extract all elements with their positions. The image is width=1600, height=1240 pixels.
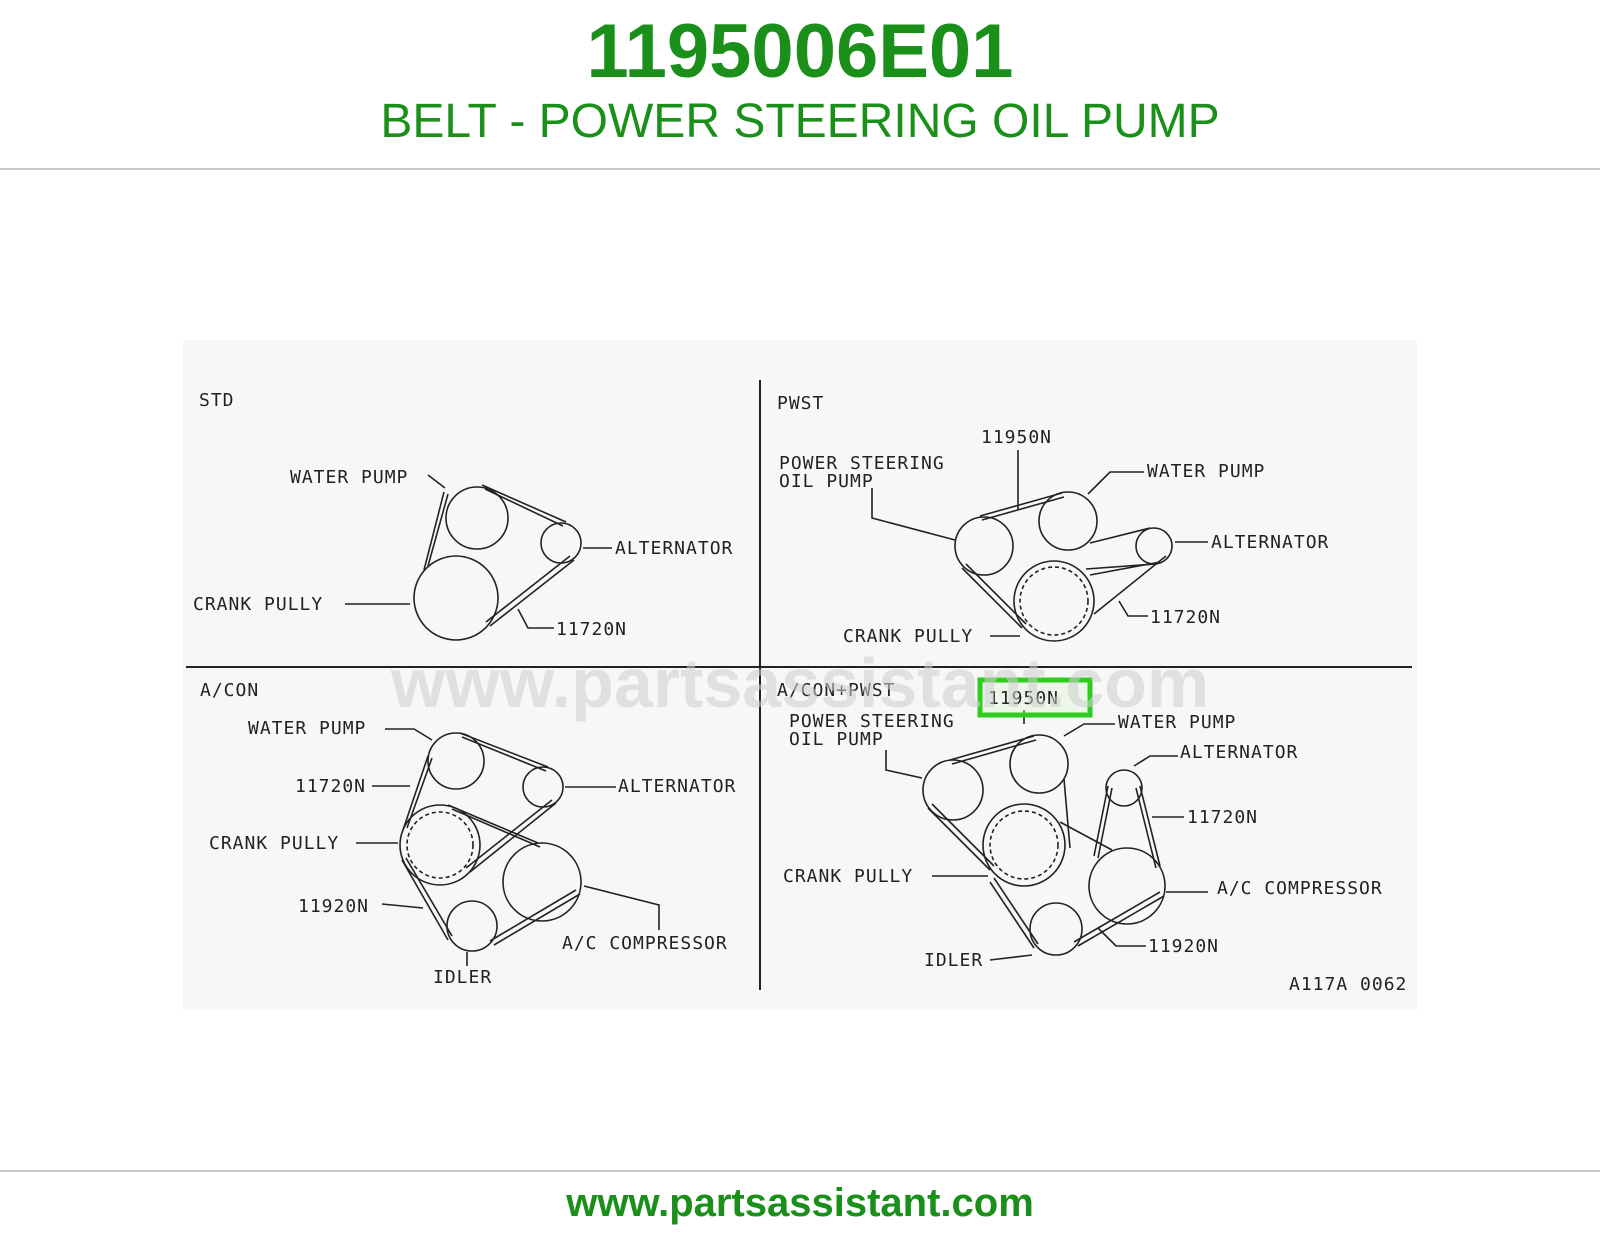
- part-number-title: 1195006E01: [586, 9, 1014, 94]
- acon-title: A/CON: [200, 680, 259, 701]
- acon-pwst-idler-label: IDLER: [924, 950, 983, 971]
- acon-ac-compressor-pulley: [502, 842, 582, 922]
- diagram-code: A117A 0062: [1289, 974, 1407, 995]
- std-belt-leader: [517, 608, 554, 629]
- acon-pwst-ps-belt: [927, 735, 1037, 871]
- acon-pwst-panel: [885, 710, 1208, 961]
- acon-pwst-water-pump-pulley: [1009, 734, 1069, 794]
- footer-divider: [0, 1170, 1600, 1172]
- acon-ac-belt-leader: [381, 903, 424, 909]
- acon-panel: [356, 728, 660, 966]
- acon-pwst-belt-label: 11720N: [1187, 807, 1258, 828]
- acon-water-pump-label: WATER PUMP: [248, 718, 366, 739]
- highlighted-part-box[interactable]: [977, 677, 1093, 718]
- pwst-alternator-label: ALTERNATOR: [1211, 532, 1329, 553]
- acon-pwst-ps-pump-leader: [885, 750, 923, 779]
- acon-pwst-water-pump-leader: [1063, 723, 1115, 737]
- acon-pwst-ac-belt: [989, 877, 1165, 949]
- part-name-subtitle: BELT - POWER STEERING OIL PUMP: [380, 95, 1220, 148]
- acon-pwst-alternator-label: ALTERNATOR: [1180, 742, 1298, 763]
- pwst-belt: [1085, 527, 1167, 615]
- pwst-ps-belt: [961, 492, 1065, 629]
- acon-ac-compressor-label: A/C COMPRESSOR: [562, 933, 728, 954]
- acon-pwst-ac-belt-label: 11920N: [1148, 936, 1219, 957]
- acon-pwst-idler-pulley: [1029, 902, 1083, 956]
- acon-crank-pulley: [399, 804, 481, 886]
- acon-water-pump-pulley: [427, 732, 485, 790]
- pwst-crank-pulley-label: CRANK PULLY: [843, 626, 973, 647]
- std-panel: [345, 474, 612, 641]
- acon-pwst-crank-pulley-inner: [989, 810, 1059, 880]
- pwst-belt-label: 11720N: [1150, 607, 1221, 628]
- acon-crank-pulley-inner: [406, 811, 474, 879]
- pwst-ps-pump-pulley: [954, 516, 1014, 576]
- acon-pwst-ac-compressor-label: A/C COMPRESSOR: [1217, 878, 1383, 899]
- acon-pwst-ac-belt-leader: [1097, 927, 1146, 947]
- std-alternator-label: ALTERNATOR: [615, 538, 733, 559]
- acon-pwst-alternator-leader: [1133, 755, 1178, 767]
- std-water-pump-leader: [427, 474, 446, 489]
- std-title: STD: [199, 390, 235, 411]
- pwst-ps-pump-label-1: POWER STEERING: [779, 453, 945, 474]
- pwst-water-pump-leader: [1087, 471, 1144, 495]
- pwst-water-pump-pulley: [1038, 491, 1098, 551]
- acon-water-pump-leader: [385, 728, 433, 741]
- acon-crank-pulley-label: CRANK PULLY: [209, 833, 339, 854]
- acon-pwst-ps-pump-label-1: POWER STEERING: [789, 711, 955, 732]
- acon-pwst-ps-pump-label-2: OIL PUMP: [789, 729, 884, 750]
- acon-ac-belt-label: 11920N: [298, 896, 369, 917]
- acon-idler-label: IDLER: [433, 967, 492, 988]
- acon-pwst-ps-belt-label[interactable]: 11950N: [988, 688, 1059, 709]
- acon-pwst-idler-leader: [989, 954, 1033, 961]
- std-water-pump-label: WATER PUMP: [290, 467, 408, 488]
- std-crank-pulley-label: CRANK PULLY: [193, 594, 323, 615]
- watermark-text: www.partsassistant.com: [390, 644, 1209, 722]
- std-water-pump-pulley: [445, 486, 509, 550]
- pwst-title: PWST: [777, 393, 824, 414]
- std-belt: [423, 484, 575, 627]
- std-crank-pulley: [413, 555, 499, 641]
- pwst-ps-pump-label-2: OIL PUMP: [779, 471, 874, 492]
- acon-pwst-water-pump-label: WATER PUMP: [1118, 712, 1236, 733]
- std-belt-label: 11720N: [556, 619, 627, 640]
- acon-alternator-label: ALTERNATOR: [618, 776, 736, 797]
- pwst-water-pump-label: WATER PUMP: [1147, 461, 1265, 482]
- acon-belt-label: 11720N: [295, 776, 366, 797]
- acon-ac-belt: [401, 804, 581, 946]
- acon-pwst-alternator-pulley: [1105, 769, 1143, 807]
- pwst-crank-pulley: [1013, 560, 1095, 642]
- pwst-crank-pulley-inner: [1019, 566, 1089, 636]
- pwst-belt-leader: [1118, 600, 1148, 617]
- acon-pwst-ps-pump-pulley: [922, 759, 984, 821]
- acon-pwst-belt: [1059, 778, 1161, 869]
- pwst-ps-belt-label: 11950N: [981, 427, 1052, 448]
- acon-pwst-crank-pulley: [982, 803, 1066, 887]
- acon-pwst-ac-compressor-pulley: [1088, 847, 1166, 925]
- pwst-panel: [871, 450, 1208, 642]
- header-divider: [0, 168, 1600, 170]
- pwst-ps-pump-leader: [871, 488, 956, 541]
- acon-pwst-crank-pulley-label: CRANK PULLY: [783, 866, 913, 887]
- acon-ac-compressor-leader: [583, 885, 660, 930]
- footer-site-link[interactable]: www.partsassistant.com: [566, 1181, 1034, 1225]
- acon-pwst-title: A/CON+PWST: [777, 680, 895, 701]
- diagram-background: [183, 340, 1417, 1010]
